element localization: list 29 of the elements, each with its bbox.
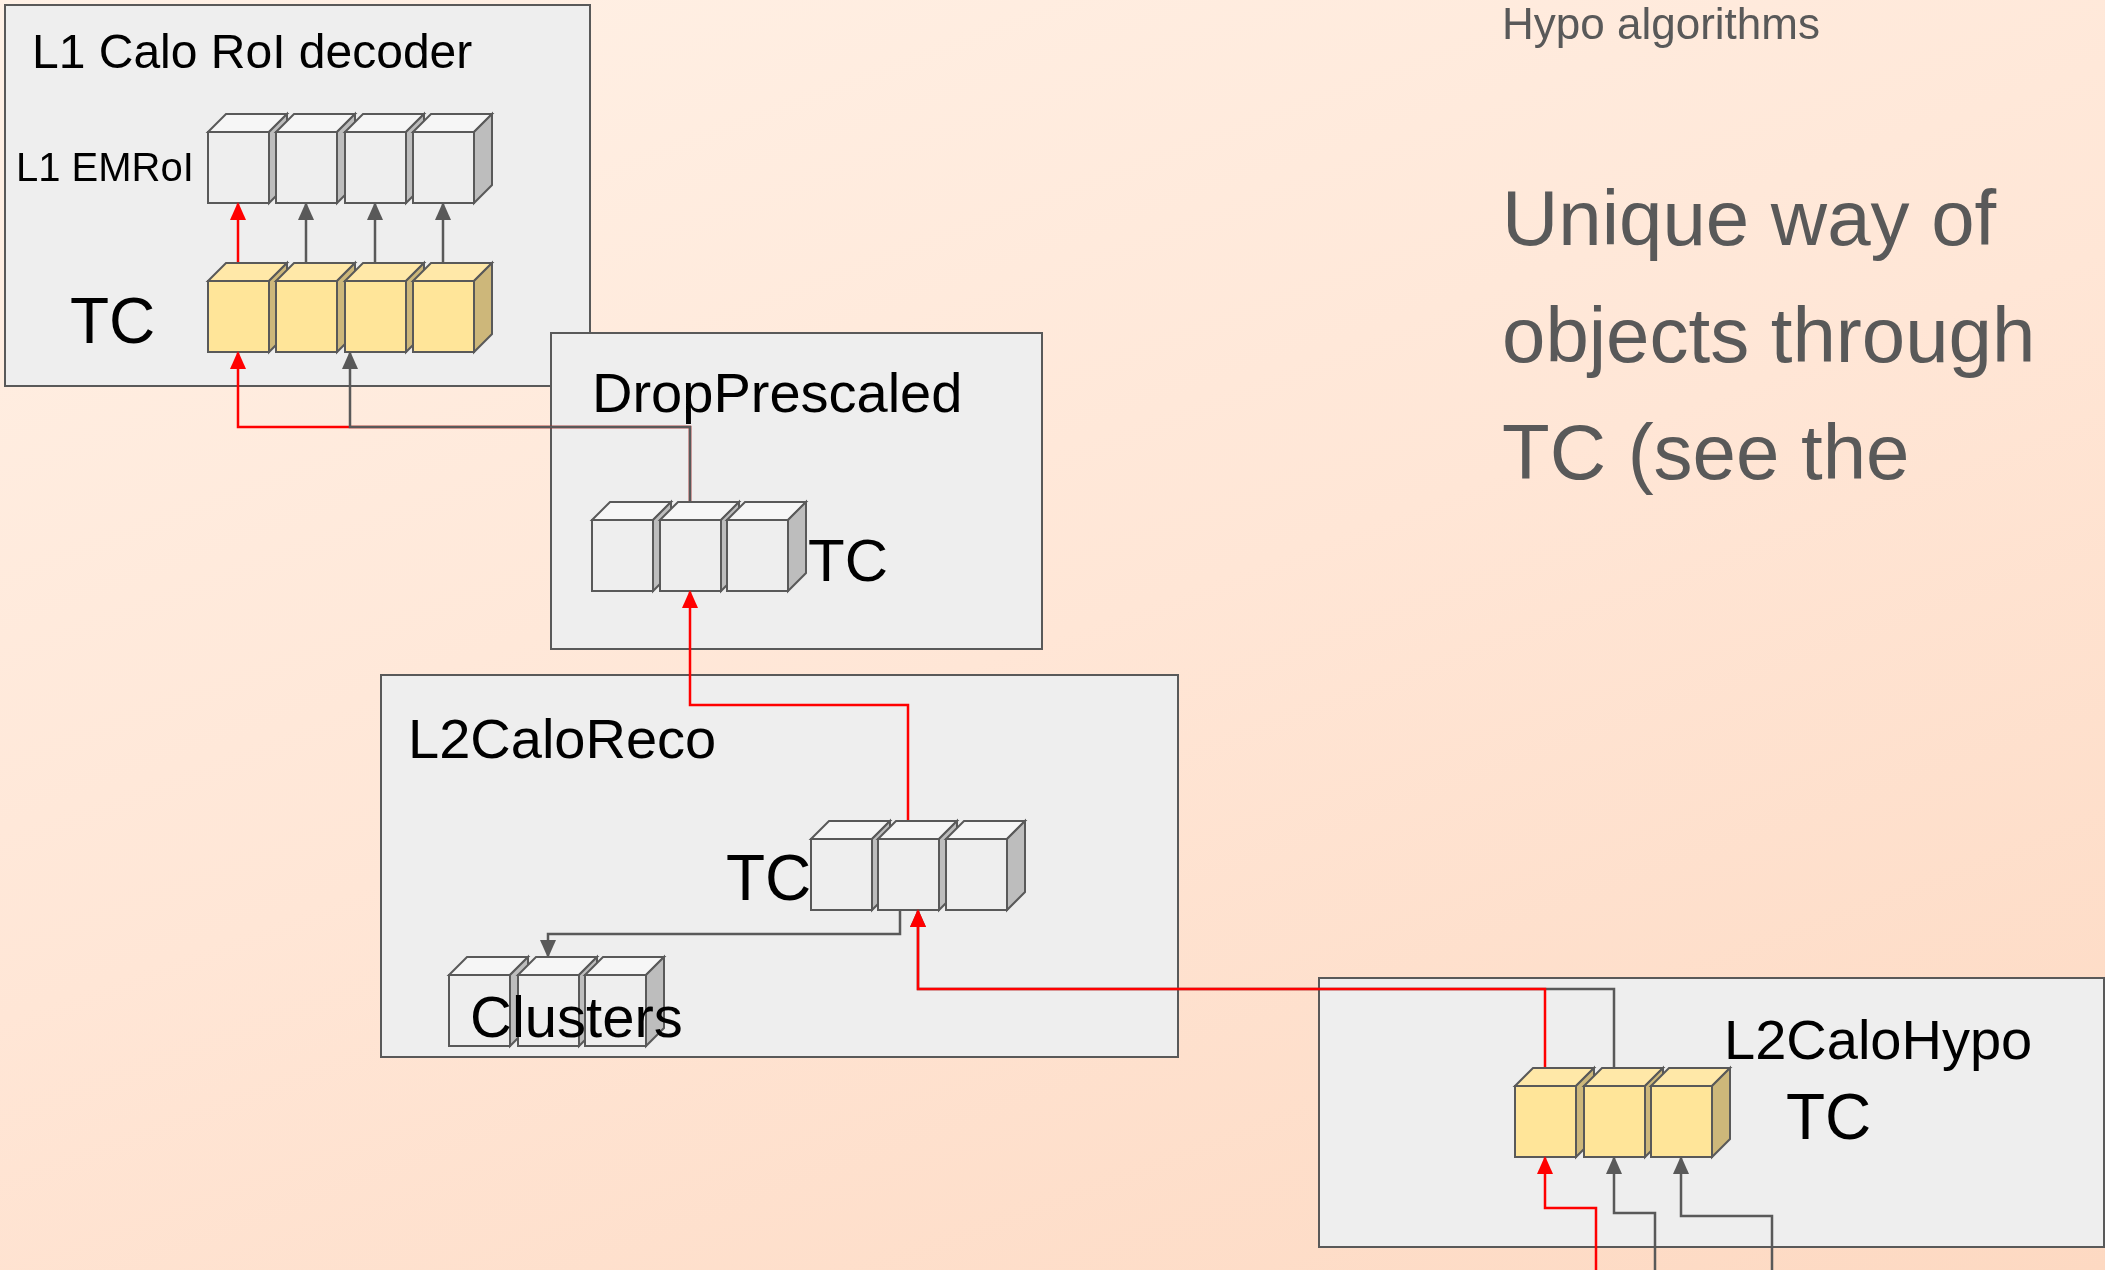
cube-block xyxy=(412,262,493,353)
cube-block xyxy=(412,113,493,204)
row-label: TC xyxy=(70,286,156,357)
arrow xyxy=(298,202,314,262)
arrow xyxy=(1673,1156,1774,1270)
slide-text: Unique way of objects through TC (see the xyxy=(1502,173,2037,498)
arrow xyxy=(682,590,910,820)
panel-title: DropPrescaled xyxy=(592,362,963,424)
slide-title: Hypo algorithms xyxy=(1502,0,1820,49)
arrow xyxy=(1537,1156,1598,1270)
cube-block xyxy=(945,820,1026,911)
cube-block xyxy=(726,501,807,592)
process-panel xyxy=(1318,977,2105,1248)
row-label: TC xyxy=(1786,1082,1872,1153)
arrow xyxy=(435,202,451,262)
arrow xyxy=(540,911,902,958)
process-panel xyxy=(4,4,591,387)
row-label: TC xyxy=(808,528,888,594)
arrow xyxy=(1606,1156,1657,1270)
arrow xyxy=(367,202,383,262)
row-label: L1 EMRoI xyxy=(16,145,194,189)
process-panel xyxy=(550,332,1043,650)
panel-title: L2CaloReco xyxy=(408,708,717,770)
arrow xyxy=(342,351,692,501)
arrow xyxy=(230,202,246,262)
row-label: TC xyxy=(726,843,812,914)
panel-title: L1 Calo RoI decoder xyxy=(32,26,473,79)
process-panel xyxy=(380,674,1179,1058)
panel-title: L2CaloHypo xyxy=(1724,1009,2033,1071)
